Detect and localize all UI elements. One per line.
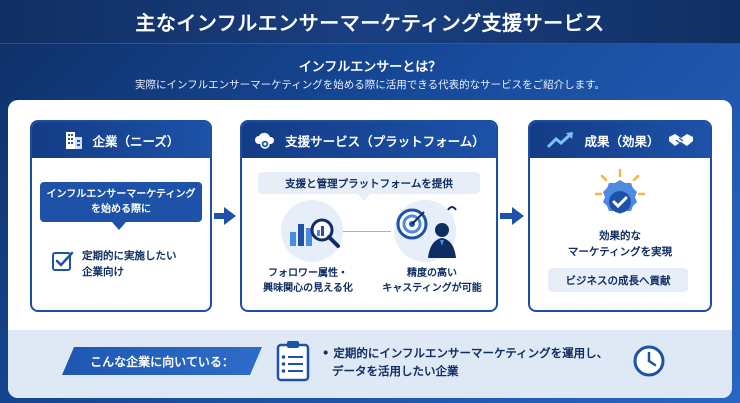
service1-line1: フォロワー属性・ xyxy=(268,268,348,279)
service-connector xyxy=(343,231,391,232)
service1-label: フォロワー属性・ 興味関心の見える化 xyxy=(250,266,366,296)
clock-icon xyxy=(633,345,665,377)
result-pill: ビジネスの成長へ貢献 xyxy=(548,268,688,292)
result-header-label: 成果（効果） xyxy=(584,133,660,149)
suitability-line1: • 定期的にインフルエンサーマーケティングを運用し、 xyxy=(322,346,609,360)
support-header: 支援サービス（プラットフォーム） xyxy=(242,122,496,158)
intro-heading: インフルエンサーとは？ xyxy=(298,60,442,75)
suitability-line2: データを活用したい企業 xyxy=(332,364,459,378)
service1-line2: 興味関心の見える化 xyxy=(263,283,353,294)
company-bubble: インフルエンサーマーケティング を始める際に xyxy=(40,182,202,222)
support-box: 支援サービス（プラットフォーム） xyxy=(240,120,498,312)
cloud-gear-icon xyxy=(255,132,275,149)
result-label-line2: マーケティングを実現 xyxy=(567,246,673,258)
checkbox-icon xyxy=(52,251,74,271)
badge-check-icon xyxy=(594,168,646,214)
company-bubble-tail xyxy=(112,222,126,230)
trend-up-icon xyxy=(547,132,574,149)
company-header: 企業（ニーズ） xyxy=(32,122,210,158)
suitability-text: • 定期的にインフルエンサーマーケティングを運用し、 データを活用したい企業 xyxy=(322,344,652,380)
support-pill-tail xyxy=(358,194,370,201)
intro-text: 実際にインフルエンサーマーケティングを始める際に活用できる代表的なサービスをご紹… xyxy=(134,79,606,91)
clipboard-icon xyxy=(276,341,310,382)
result-label-line1: 効果的な xyxy=(599,230,641,242)
company-target-line2: 企業向け xyxy=(82,266,124,278)
result-header: 成果（効果） xyxy=(530,122,710,158)
handshake-icon xyxy=(668,134,693,146)
company-bubble-line1: インフルエンサーマーケティング xyxy=(46,189,196,200)
building-icon xyxy=(65,132,82,149)
service2-line1: 精度の高い xyxy=(407,268,457,279)
service2-line2: キャスティングが可能 xyxy=(382,283,482,294)
service2-label: 精度の高い キャスティングが可能 xyxy=(370,266,494,296)
analytics-icon xyxy=(290,218,340,248)
target-person-icon xyxy=(396,206,457,258)
support-pill: 支援と管理プラットフォームを提供 xyxy=(258,172,480,194)
company-target: 定期的に実施したい 企業向け xyxy=(82,248,200,280)
company-header-label: 企業（ニーズ） xyxy=(92,133,180,149)
company-target-line1: 定期的に実施したい xyxy=(82,250,177,262)
page-title: 主なインフルエンサーマーケティング支援サービス xyxy=(0,0,740,44)
support-header-label: 支援サービス（プラットフォーム） xyxy=(285,133,485,149)
result-label: 効果的な マーケティングを実現 xyxy=(540,228,700,260)
suitability-tag: こんな企業に向いている： xyxy=(62,347,262,375)
company-bubble-line2: を始める際に xyxy=(91,204,151,215)
